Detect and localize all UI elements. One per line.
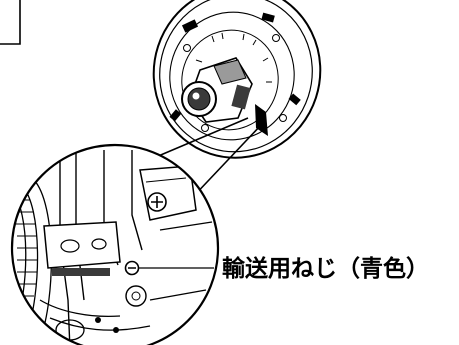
callout: 輸送用ねじ（青色） bbox=[138, 255, 429, 282]
page-frame-corner bbox=[0, 0, 21, 45]
dome-camera bbox=[152, 0, 322, 159]
screw-icon bbox=[147, 192, 167, 212]
callout-label: 輸送用ねじ（青色） bbox=[222, 255, 429, 282]
camera-lens-icon bbox=[181, 81, 217, 117]
magnified-detail bbox=[10, 143, 220, 345]
